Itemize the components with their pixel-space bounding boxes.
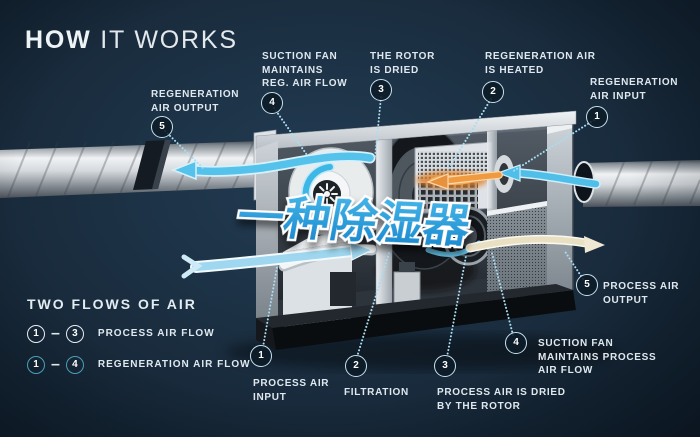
callout-badge-4-suction-process: 4	[505, 332, 527, 354]
watermark-text: 一种除湿器	[233, 190, 475, 252]
callout-badge-3-rotor-dried: 3	[370, 79, 392, 101]
page-title: HOW IT WORKS	[25, 26, 238, 54]
callout-label-filtration: FILTRATION	[344, 387, 409, 398]
legend: TWO FLOWS OF AIR 1 – 3 PROCESS AIR FLOW …	[27, 296, 251, 374]
callout-badge-3-process-dried: 3	[434, 355, 456, 377]
legend-circle-3: 3	[65, 324, 84, 343]
legend-row-process: 1 – 3 PROCESS AIR FLOW	[27, 324, 251, 343]
legend-row-regeneration: 1 – 4 REGENERATION AIR FLOW	[27, 355, 251, 374]
watermark-group: 一种除湿器	[231, 188, 478, 254]
callout-badge-2-reg-heated: 2	[482, 81, 504, 103]
callout-badge-1-reg-input: 1	[586, 106, 608, 128]
callout-badge-2-filtration: 2	[345, 355, 367, 377]
legend-heading: TWO FLOWS OF AIR	[27, 296, 197, 312]
legend-circle-4: 4	[65, 355, 84, 374]
callout-badge-5-reg-output: 5	[151, 116, 173, 138]
callout-badge-4-suction-reg: 4	[261, 92, 283, 114]
legend-circle-1: 1	[27, 324, 45, 343]
callout-badge-1-process-input: 1	[250, 345, 272, 367]
legend-circle-1b: 1	[27, 355, 45, 374]
right-casing	[547, 121, 574, 302]
left-duct	[0, 129, 277, 201]
callout-badge-5-process-output: 5	[576, 274, 598, 296]
